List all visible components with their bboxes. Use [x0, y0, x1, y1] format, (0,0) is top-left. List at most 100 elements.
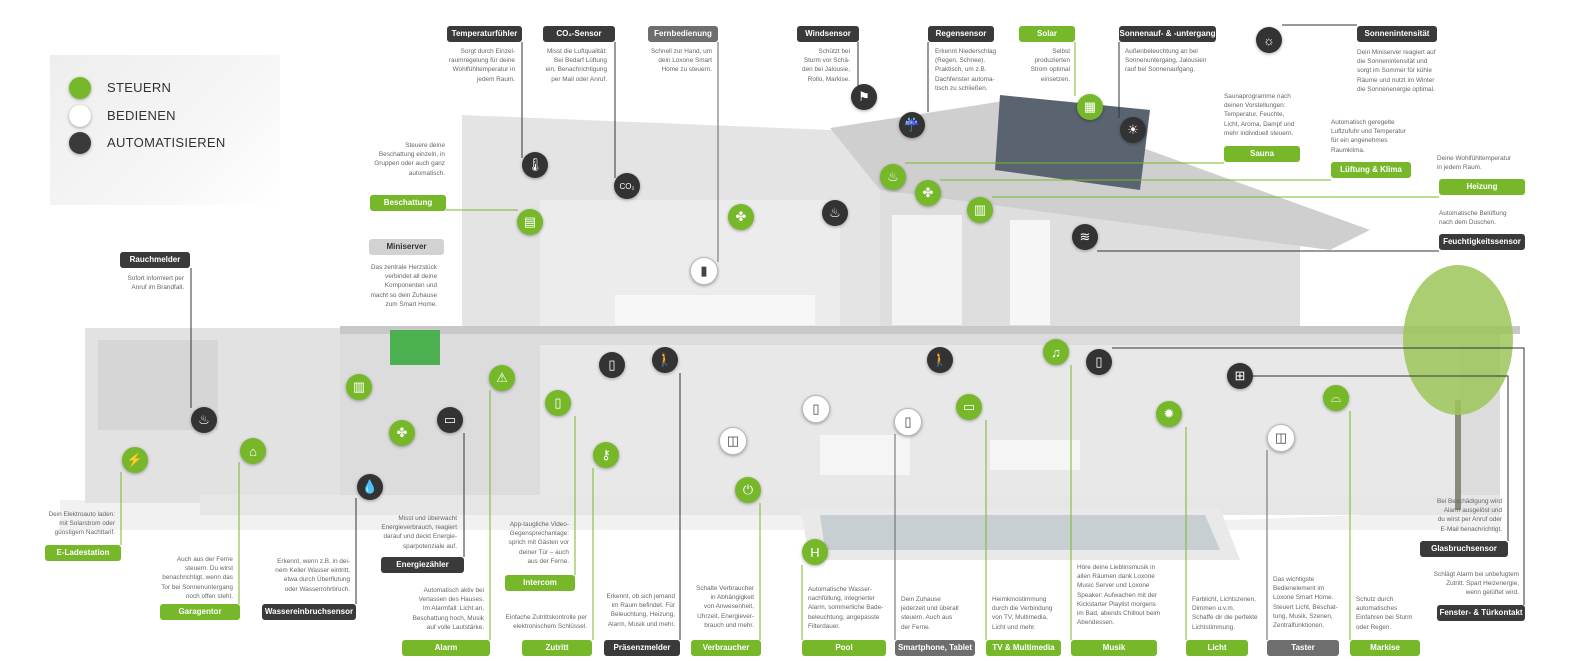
label-temperaturfuehler: Temperaturfühler	[447, 26, 522, 42]
person-walking-icon: 🚶	[652, 347, 678, 373]
description-co2-sensor: Misst die Luftqualität: Bei Bedarf Lüftu…	[545, 48, 607, 83]
key-icon: ⚷	[593, 442, 619, 468]
sunrise-icon: ☀	[1120, 117, 1146, 143]
alarm-light-icon: ⚠	[489, 365, 515, 391]
label-co2-sensor: CO₂-Sensor	[543, 26, 615, 42]
description-taster: Das wichtigste Bedienelement im Loxone S…	[1273, 576, 1338, 630]
sun-icon: ☼	[1256, 27, 1282, 53]
label-regensensor: Regensensor	[928, 26, 994, 42]
legend-dot-bedienen	[69, 105, 91, 127]
description-heizung: Deine Wohlfühltemperatur in jedem Raum.	[1437, 155, 1512, 172]
ev-charger-icon: ⚡	[122, 447, 148, 473]
label-praesenzmelder: Präsenzmelder	[604, 640, 680, 656]
label-beschattung: Beschattung	[370, 195, 446, 211]
co2-icon: CO₂	[614, 173, 640, 199]
garage-icon: ⌂	[240, 438, 266, 464]
connector-lines	[120, 24, 1525, 640]
label-wassereinbruchsensor: Wassereinbruchsensor	[262, 604, 356, 620]
description-garagentor: Auch aus der Ferne steuern. Du wirst ben…	[161, 556, 233, 600]
connector-fenster-tuerkontakt	[1112, 347, 1525, 605]
label-markise: Markise	[1350, 640, 1420, 656]
description-musik: Höre deine Lieblinsmusik in allen Räumen…	[1077, 564, 1161, 627]
label-rauchmelder: Rauchmelder	[120, 252, 190, 268]
blinds-icon: ▤	[517, 209, 543, 235]
kitchen	[820, 435, 910, 475]
description-beschattung: Steuere deine Beschattung einzeln, in Gr…	[374, 142, 445, 177]
connector-glasbruchsensor	[1253, 375, 1509, 541]
description-tv-multimedia: Heimkinostimmung durch die Verbindung vo…	[992, 596, 1053, 631]
description-rauchmelder: Sofort informiert per Anruf im Brandfall…	[127, 275, 184, 292]
description-energiezaehler: Misst und überwacht Energieverbrauch, re…	[381, 515, 457, 550]
legend-dot-steuern	[69, 77, 91, 99]
floor-slab	[340, 326, 1520, 334]
label-sonnenauf-untergang: Sonnenauf- & -untergang	[1119, 26, 1216, 42]
label-smartphone-tablet: Smartphone, Tablet	[895, 640, 975, 656]
window-icon: ⊞	[1227, 363, 1253, 389]
label-pool: Pool	[802, 640, 886, 656]
description-windsensor: Schützt bei Sturm vor Schä- den bei Jalo…	[802, 48, 850, 83]
description-smartphone-tablet: Dein Zuhause jederzeit und überall steue…	[901, 596, 959, 631]
description-miniserver: Das zentrale Herzstück verbindet all dei…	[370, 264, 437, 308]
description-wassereinbruchsensor: Erkennt, wenn z.B. in dei- nem Keller Wa…	[275, 558, 350, 593]
description-sonnenauf-untergang: Außenbeleuchtung an bei Sonnenuntergang,…	[1125, 48, 1207, 74]
description-licht: Farblicht, Lichtszenen, Dimmen u.v.m. Sc…	[1192, 596, 1258, 631]
description-e-ladestation: Dein Elektroauto laden: mit Solarstrom o…	[48, 511, 115, 537]
radiator-icon: ▥	[346, 374, 372, 400]
tree-crown	[1403, 265, 1513, 415]
description-sonnenintensitaet: Dein Miniserver reagiert auf die Sonneni…	[1357, 49, 1436, 93]
label-sauna: Sauna	[1224, 146, 1300, 162]
label-zutritt: Zutritt	[522, 640, 592, 656]
label-windsensor: Windsensor	[797, 26, 859, 42]
legend-label: AUTOMATISIEREN	[107, 135, 226, 150]
description-solar: Selbst produzierten Strom optimal einset…	[1030, 48, 1070, 83]
label-heizung: Heizung	[1439, 179, 1525, 195]
label-garagentor: Garagentor	[160, 604, 240, 620]
label-fenster-tuerkontakt: Fenster- & Türkontakt	[1437, 605, 1525, 621]
description-intercom: App-taugliche Video- Gegensprechanlage: …	[508, 521, 569, 565]
description-regensensor: Erkennt Niederschlag (Regen, Schnee). Pr…	[935, 48, 997, 92]
windsock-icon: ⚑	[851, 84, 877, 110]
label-e-ladestation: E-Ladestation	[45, 545, 121, 561]
label-taster: Taster	[1267, 640, 1339, 656]
remote-control-icon: ▮	[690, 257, 718, 285]
label-intercom: Intercom	[505, 575, 575, 591]
miniserver-device	[390, 330, 440, 365]
label-energiezaehler: Energiezähler	[381, 557, 464, 573]
label-feuchtigkeitssensor: Feuchtigkeitssensor	[1439, 234, 1525, 250]
legend-label: BEDIENEN	[107, 108, 176, 123]
legend-label: STEUERN	[107, 80, 172, 95]
label-miniserver: Miniserver	[369, 239, 444, 255]
wall-switch-icon: ◫	[719, 427, 747, 455]
legend-dot-automatisieren	[69, 132, 91, 154]
smartphone-icon: ▯	[894, 408, 922, 436]
solar-panel-icon: ▦	[1077, 94, 1103, 120]
label-tv-multimedia: TV & Multimedia	[986, 640, 1061, 656]
radiator-icon: ▥	[967, 197, 993, 223]
shower	[892, 215, 962, 325]
label-alarm: Alarm	[402, 640, 490, 656]
door-upper	[1010, 220, 1050, 325]
description-temperaturfuehler: Sorgt durch Einzel- raumregelung für dei…	[448, 48, 515, 83]
fire-icon: ♨	[822, 200, 848, 226]
description-alarm: Automatisch aktiv bei Verlassen des Haus…	[412, 587, 484, 631]
description-zutritt: Einfache Zutrittskontrolle per elektroni…	[505, 614, 587, 631]
description-fernbedienung: Schnell zur Hand, um dein Loxone Smart H…	[650, 48, 712, 74]
bed	[615, 295, 815, 325]
ground-floor-interior	[540, 345, 1460, 495]
sauna-icon: ♨	[880, 164, 906, 190]
rain-cloud-icon: ☔	[899, 112, 925, 138]
thermometer-icon: 🌡	[522, 152, 548, 178]
description-markise: Schutz durch automatisches Einfahren bei…	[1356, 596, 1413, 631]
person-walking-icon: 🚶	[927, 347, 953, 373]
light-bulb-icon: ✹	[1156, 401, 1182, 427]
door-icon: ▯	[1086, 349, 1112, 375]
awning-icon: ⌓	[1323, 385, 1349, 411]
label-glasbruchsensor: Glasbruchsensor	[1420, 541, 1508, 557]
door-icon: ▯	[599, 352, 625, 378]
sofa	[990, 440, 1080, 470]
description-verbraucher: Schalte Verbraucher in Abhängigkeit von …	[696, 585, 754, 629]
energy-meter-icon: ▭	[437, 407, 463, 433]
fan-icon: ✤	[389, 420, 415, 446]
label-licht: Licht	[1186, 640, 1248, 656]
